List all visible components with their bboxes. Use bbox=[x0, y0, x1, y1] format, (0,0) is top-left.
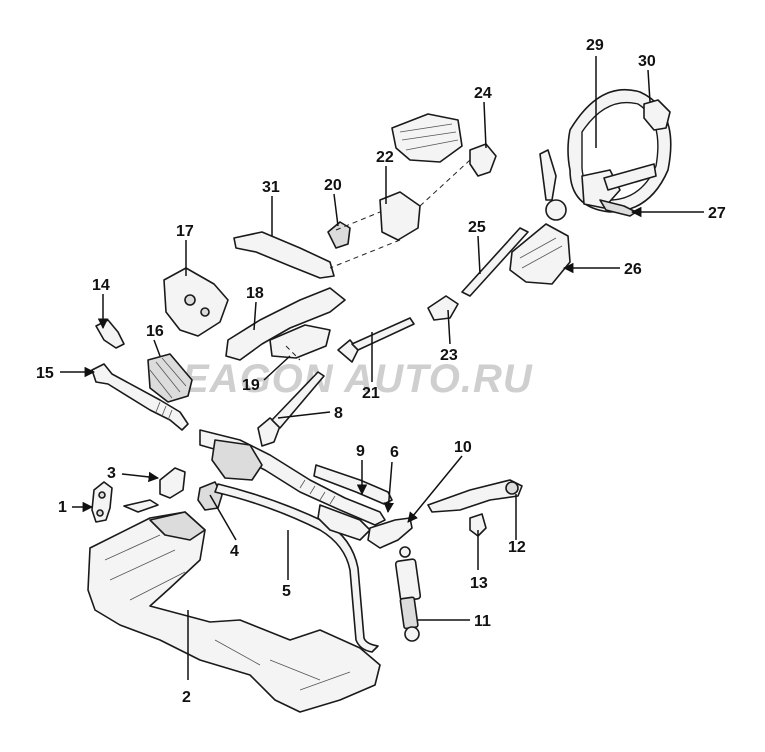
callout-9: 9 bbox=[356, 443, 365, 460]
callout-6: 6 bbox=[390, 444, 399, 461]
callout-1: 1 bbox=[58, 499, 67, 516]
part-mount-bracket bbox=[225, 287, 346, 361]
part-lock-housing bbox=[379, 191, 421, 241]
callout-15: 15 bbox=[36, 365, 54, 382]
part-stabilizer-bar bbox=[214, 483, 379, 653]
leader-lines bbox=[60, 56, 704, 680]
callout-19: 19 bbox=[242, 377, 260, 394]
part-bracket-1 bbox=[91, 481, 113, 523]
part-tie-rod-6 bbox=[317, 504, 371, 541]
callout-14: 14 bbox=[92, 277, 110, 294]
callout-29: 29 bbox=[586, 37, 604, 54]
part-emblem bbox=[643, 99, 671, 131]
part-subframe bbox=[87, 511, 381, 713]
callout-21: 21 bbox=[362, 385, 380, 402]
callout-11: 11 bbox=[474, 613, 491, 630]
callout-labels: 1 2 3 4 5 6 8 9 10 11 12 13 14 15 16 17 … bbox=[36, 37, 726, 706]
callout-24: 24 bbox=[474, 85, 492, 102]
part-column-housing bbox=[509, 223, 571, 285]
callout-31: 31 bbox=[262, 179, 280, 196]
watermark-text: EAGON AUTO.RU bbox=[182, 357, 533, 401]
part-column-cover bbox=[391, 113, 463, 163]
part-upper-shaft bbox=[337, 317, 415, 363]
callout-4: 4 bbox=[230, 543, 239, 560]
callout-23: 23 bbox=[440, 347, 458, 364]
callout-16: 16 bbox=[146, 323, 164, 340]
part-tie-rod-end-9 bbox=[313, 464, 393, 505]
part-shock-absorber bbox=[394, 546, 422, 642]
callout-2: 2 bbox=[182, 689, 191, 706]
part-boot-16 bbox=[147, 353, 193, 403]
callout-8: 8 bbox=[334, 405, 343, 422]
callout-26: 26 bbox=[624, 261, 642, 278]
assembly-dashed-lines bbox=[285, 159, 471, 361]
callout-30: 30 bbox=[638, 53, 656, 70]
callout-22: 22 bbox=[376, 149, 394, 166]
part-ball-joint bbox=[469, 513, 487, 537]
callout-18: 18 bbox=[246, 285, 264, 302]
callout-25: 25 bbox=[468, 219, 486, 236]
callout-3: 3 bbox=[107, 465, 116, 482]
part-steering-wheel bbox=[567, 88, 672, 213]
part-cover-plate bbox=[163, 267, 229, 337]
part-link-10 bbox=[367, 517, 413, 549]
part-control-arm bbox=[427, 479, 523, 513]
part-shaft-25 bbox=[461, 227, 529, 297]
callout-27: 27 bbox=[708, 205, 726, 222]
callout-12: 12 bbox=[508, 539, 526, 556]
callout-17: 17 bbox=[176, 223, 194, 240]
part-upper-bracket bbox=[233, 231, 335, 279]
part-inner-tie-rod bbox=[91, 363, 189, 431]
callout-10: 10 bbox=[454, 439, 472, 456]
callout-20: 20 bbox=[324, 177, 342, 194]
part-switch-24 bbox=[469, 143, 497, 177]
part-bracket-14 bbox=[95, 319, 125, 349]
part-clamp-3 bbox=[123, 467, 186, 513]
part-shaft-joint-23 bbox=[427, 295, 459, 321]
callout-13: 13 bbox=[470, 575, 488, 592]
callout-5: 5 bbox=[282, 583, 291, 600]
part-shaft-joint-8 bbox=[257, 371, 325, 447]
part-switch-stalk bbox=[539, 149, 567, 221]
part-lower-bracket bbox=[269, 324, 331, 359]
part-steering-rack bbox=[199, 429, 386, 526]
